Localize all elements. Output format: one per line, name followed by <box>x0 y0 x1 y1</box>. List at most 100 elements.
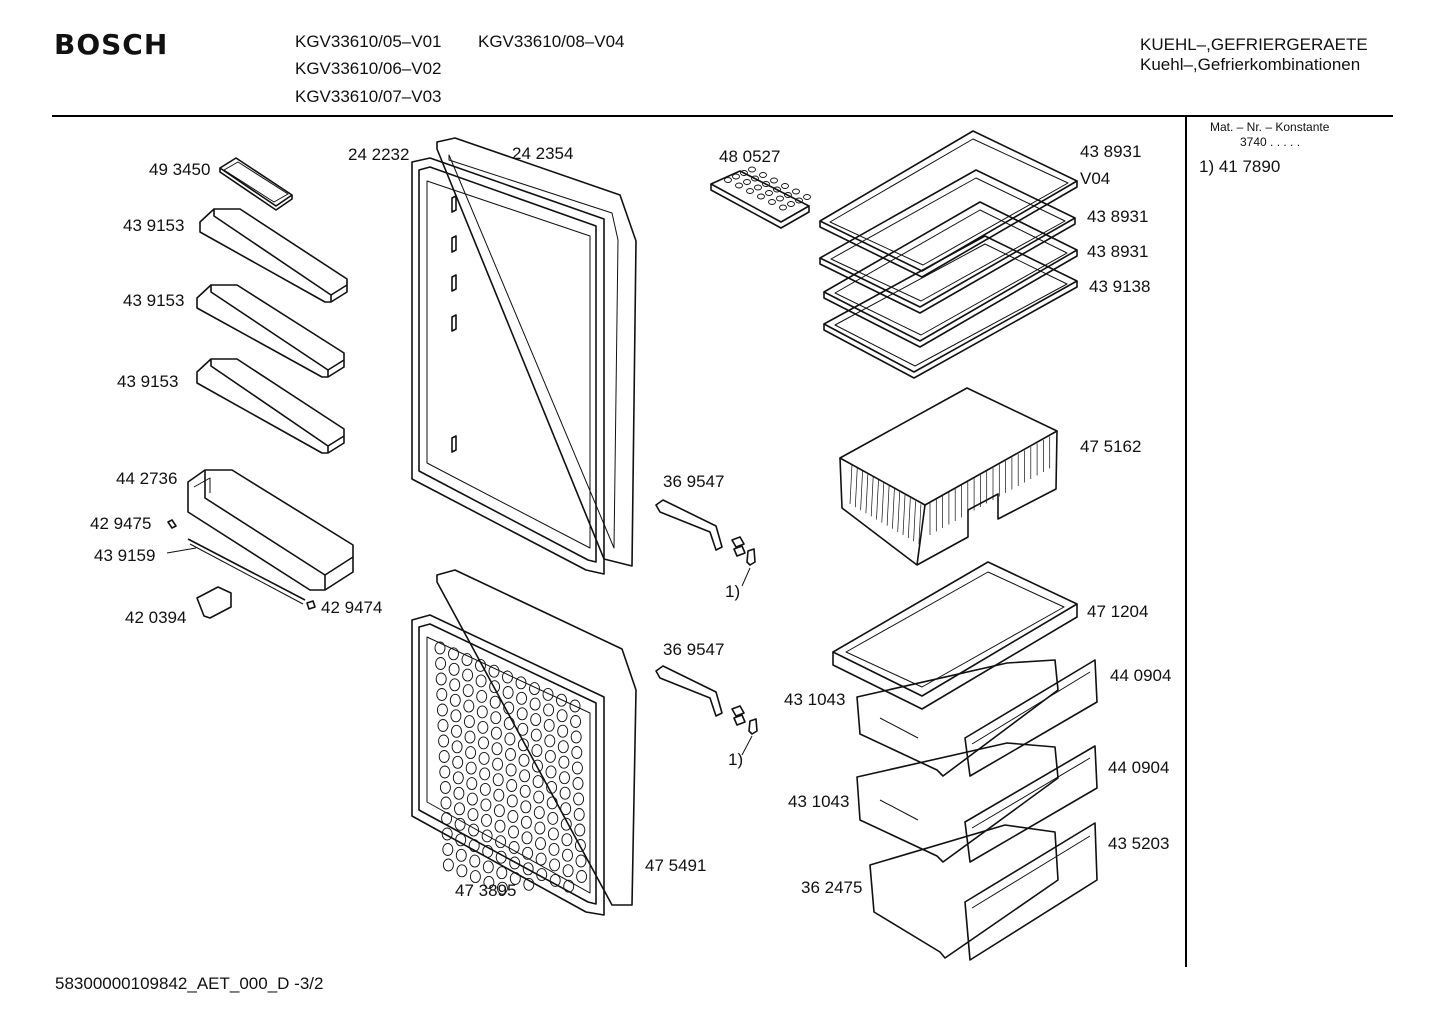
dimple <box>456 864 468 878</box>
dimple <box>502 686 514 699</box>
brand-logo: BOSCH <box>54 28 169 61</box>
dimple <box>521 831 533 845</box>
leader-line <box>166 547 197 554</box>
dimple <box>437 719 449 732</box>
dimple <box>529 682 540 696</box>
dimple <box>451 724 462 738</box>
dimple <box>570 730 582 744</box>
dimple <box>489 695 501 709</box>
dimple <box>475 658 486 672</box>
dimple <box>476 705 488 719</box>
crisper-rib <box>865 473 869 514</box>
dimple <box>509 856 521 870</box>
dimple <box>560 802 572 816</box>
part-label: 43 8931 <box>1087 207 1149 226</box>
part-label: 36 9547 <box>663 640 725 659</box>
dimple <box>481 829 493 843</box>
dimple <box>468 839 480 853</box>
dimple <box>572 777 584 790</box>
dimple <box>544 734 556 748</box>
dimple <box>549 858 561 872</box>
dimple <box>573 808 585 821</box>
dimple <box>463 715 475 729</box>
part-label: 36 9547 <box>663 472 725 491</box>
dimple <box>480 798 492 812</box>
part-label: 42 9474 <box>321 598 383 617</box>
crisper-rib <box>897 491 901 532</box>
part-label: 49 3450 <box>149 160 211 179</box>
dimple <box>478 751 490 765</box>
crisper-rib <box>907 498 911 539</box>
dimple <box>496 881 508 895</box>
part-label: 44 0904 <box>1108 758 1170 777</box>
dimple <box>556 693 567 707</box>
ice-cube-tray <box>710 170 810 229</box>
door-shelf <box>196 284 345 378</box>
part-label: 44 0904 <box>1110 666 1172 685</box>
door-handle <box>655 665 758 756</box>
ice-cell <box>787 201 795 207</box>
ice-cell <box>748 166 756 173</box>
dimple <box>454 802 465 816</box>
part-label: 36 2475 <box>801 878 863 897</box>
dimple <box>466 792 478 806</box>
dimple <box>455 833 467 847</box>
part-label: 43 9138 <box>1089 277 1151 296</box>
part-label: 42 9475 <box>90 514 152 533</box>
dimple <box>505 763 517 777</box>
dimple <box>479 782 491 796</box>
shelf-end-cap <box>196 586 232 619</box>
dimple <box>434 641 446 655</box>
model-number: KGV33610/08–V04 <box>478 32 625 51</box>
dimple <box>559 771 570 785</box>
dimple <box>530 728 542 742</box>
dimple <box>520 815 532 829</box>
model-number: KGV33610/06–V02 <box>295 59 442 78</box>
dimple <box>435 672 447 686</box>
ice-cell <box>743 179 751 185</box>
dimple <box>503 717 515 730</box>
dimple <box>570 715 582 728</box>
dimple <box>442 843 454 856</box>
crisper-rib <box>886 485 890 526</box>
dimple <box>532 775 544 789</box>
crisper-rib <box>876 479 879 520</box>
part-label: 47 1204 <box>1087 602 1149 621</box>
dimple <box>530 713 542 727</box>
dimple <box>519 769 531 783</box>
dimple <box>549 873 561 887</box>
ice-cell <box>779 204 787 211</box>
part-label: 44 2736 <box>116 469 178 488</box>
model-number: KGV33610/07–V03 <box>295 87 442 106</box>
dimple <box>502 670 513 684</box>
crisper-rib <box>902 494 906 536</box>
model-number: KGV33610/05–V01 <box>295 32 442 51</box>
dimple <box>475 674 487 688</box>
dimple <box>559 786 571 800</box>
ice-cell <box>770 177 778 184</box>
dimple <box>453 786 465 800</box>
dimple <box>532 759 543 773</box>
dimple <box>546 780 558 794</box>
dimple <box>560 817 572 831</box>
ice-cell <box>768 199 776 205</box>
dimple <box>571 746 583 759</box>
document-id: 58300000109842_AET_000_D -3/2 <box>55 974 324 993</box>
dimple <box>465 746 477 760</box>
dimple <box>573 792 585 806</box>
dimple <box>505 748 516 761</box>
freezer-drawer <box>856 742 1098 863</box>
dimple <box>450 709 462 723</box>
dimple <box>576 870 588 883</box>
part-label: 47 5491 <box>645 856 707 875</box>
ice-cell <box>751 175 759 182</box>
dimple <box>543 703 555 717</box>
dimple <box>535 837 546 851</box>
part-label: 43 9159 <box>94 546 156 565</box>
freezer-drawer <box>856 659 1098 777</box>
part-label: 24 2232 <box>348 145 410 164</box>
dimple <box>557 740 569 754</box>
dimple <box>575 854 587 868</box>
part-label: 43 9153 <box>123 291 185 310</box>
ice-cell <box>781 183 789 189</box>
